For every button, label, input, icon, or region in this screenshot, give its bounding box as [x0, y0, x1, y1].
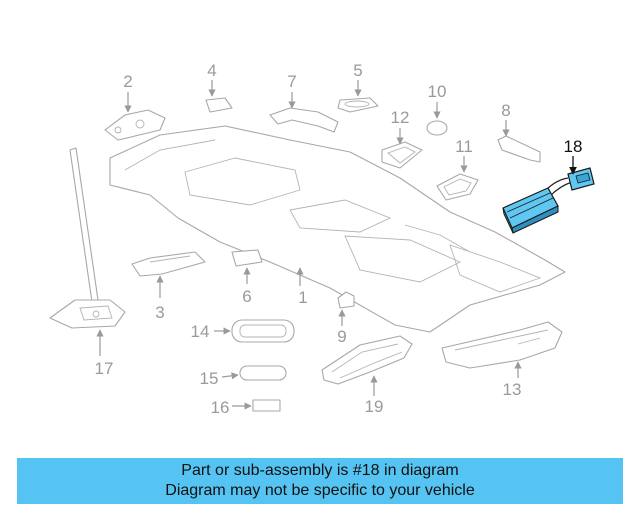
callout-4: 4	[207, 61, 216, 80]
part-11-lamp	[436, 173, 479, 201]
part-19-console	[321, 335, 413, 385]
callout-9: 9	[337, 327, 346, 346]
callout-14: 14	[191, 322, 210, 341]
part-8-trim	[497, 135, 541, 163]
callout-5: 5	[353, 61, 362, 80]
part-2-bracket	[104, 109, 166, 141]
part-7-handle	[269, 107, 339, 133]
callout-6: 6	[242, 287, 251, 306]
callout-18: 18	[564, 137, 583, 156]
part-6-box	[231, 249, 263, 267]
part-9-clip	[337, 291, 355, 309]
callout-8: 8	[501, 101, 510, 120]
callout-1: 1	[298, 288, 307, 307]
part-12-lamp	[381, 141, 423, 169]
parts-diagram: 1 2 3 4 5 6 7 8 9 10 11 12 13 14 15 16 1…	[49, 61, 595, 417]
part-14-lamp	[231, 319, 295, 343]
part-16-pad	[252, 399, 281, 412]
callout-2: 2	[123, 72, 132, 91]
info-banner: Part or sub-assembly is #18 in diagram D…	[17, 458, 623, 504]
callout-10: 10	[428, 82, 447, 101]
part-13-trim	[441, 321, 563, 369]
callout-19: 19	[365, 397, 384, 416]
headliner-panel	[109, 125, 566, 333]
part-3-bracket	[131, 251, 206, 277]
part-18-module	[502, 167, 595, 234]
callout-17: 17	[95, 359, 114, 378]
callout-13: 13	[503, 380, 522, 399]
leader-lines	[96, 80, 577, 410]
banner-line-1: Part or sub-assembly is #18 in diagram	[181, 462, 459, 479]
callout-11: 11	[455, 137, 473, 156]
callout-12: 12	[391, 108, 410, 127]
callout-15: 15	[200, 369, 219, 388]
banner-line-2: Diagram may not be specific to your vehi…	[165, 482, 475, 499]
callout-3: 3	[155, 303, 164, 322]
part-15-lens	[239, 365, 287, 381]
callout-16: 16	[211, 398, 230, 417]
part-5-cover	[337, 97, 379, 113]
part-4-clip	[205, 97, 233, 113]
part-10-cap	[426, 120, 448, 136]
part-17-rod	[49, 147, 126, 329]
callout-7: 7	[287, 72, 296, 91]
